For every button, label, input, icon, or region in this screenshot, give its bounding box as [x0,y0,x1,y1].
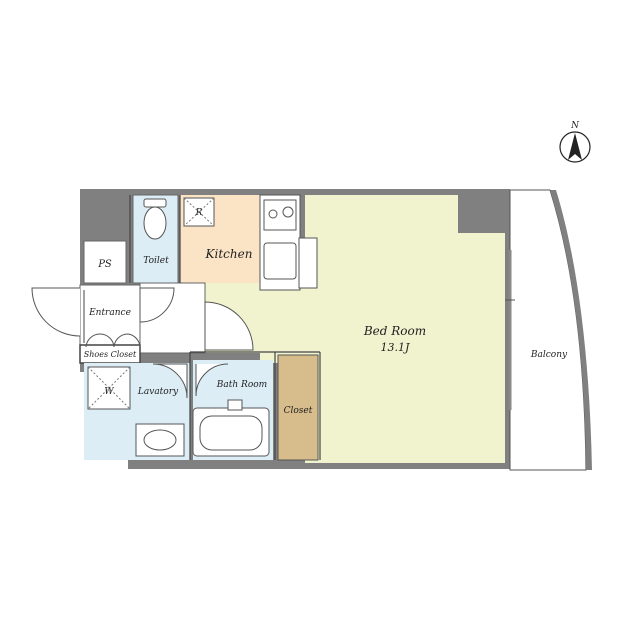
label-closet: Closet [284,406,313,416]
label-bath-room: Bath Room [216,380,267,390]
washer-cross-b [87,366,131,410]
hall-door-swing [139,287,175,323]
label-kitchen: Kitchen [205,247,253,261]
balcony-area [505,189,592,471]
toilet-tank [143,198,167,208]
label-entrance: Entrance [88,308,131,318]
label-bed-room: Bed Room [363,324,426,338]
door-swings [31,287,254,399]
balcony-parapet [550,190,592,470]
refrigerator-cross-b [183,197,215,227]
shoes-closet-door-swing [85,333,115,348]
room-entrance [79,284,141,348]
compass-label: N [570,121,580,131]
bath-faucet [227,399,243,411]
interior-wall-lines [129,195,321,460]
room-ps [83,240,127,284]
kitchen-counter-extension [298,237,318,289]
north-arrow-icon [568,133,582,160]
label-toilet: Toilet [143,256,169,266]
balcony-outline [509,189,587,471]
refrigerator-space [183,197,215,227]
label-refrigerator: R [195,208,203,218]
room-bed-room-lower [320,352,505,463]
toilet-bowl [143,206,167,240]
bathtub-inner [199,415,263,451]
room-closet [277,354,319,461]
kitchen-sink [263,242,297,280]
label-ps: PS [97,259,112,270]
bedroom-door-swing [204,301,254,351]
column-corner [458,195,508,233]
washbasin-icon [143,429,177,451]
label-washer: W [104,387,114,397]
room-bed-room-extension [260,283,310,363]
bathroom-door-swing [195,363,229,397]
label-bed-room-size: 13.1J [381,341,410,354]
label-shoes-closet: Shoes Closet [84,350,137,359]
compass-icon [559,131,591,163]
lavatory-door-swing [152,363,188,399]
burner-left-icon [268,209,278,219]
burner-right-icon [282,206,294,218]
entrance-door-swing [31,287,81,337]
label-balcony: Balcony [530,350,568,360]
shoes-closet-door-swing-2 [113,333,141,348]
label-lavatory: Lavatory [137,387,179,397]
